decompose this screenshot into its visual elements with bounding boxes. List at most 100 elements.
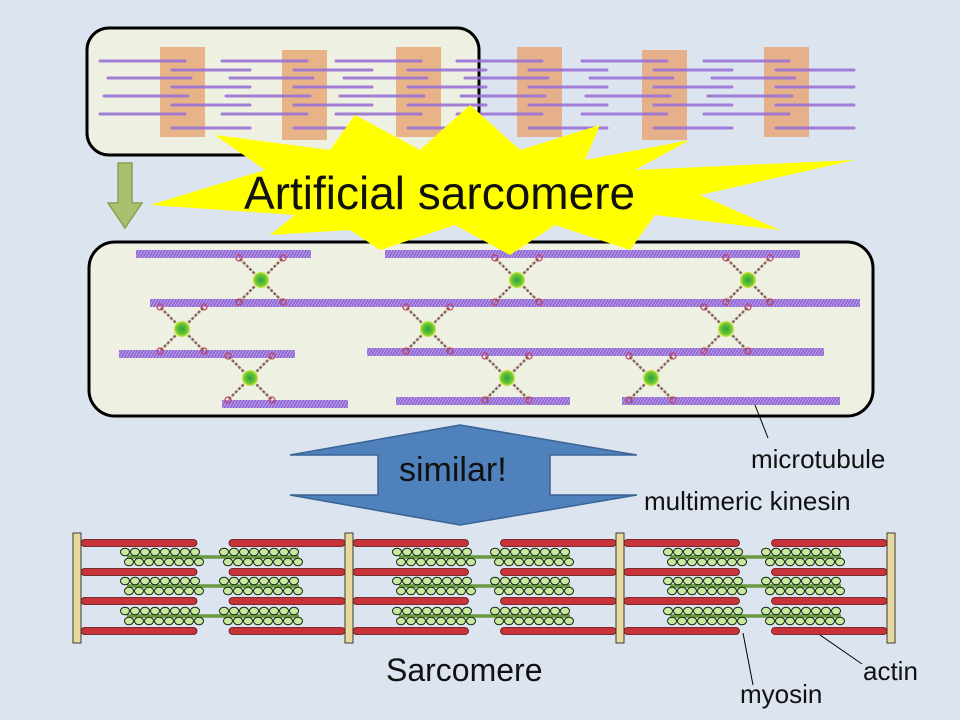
myosin-head [150, 547, 160, 557]
myosin-head [426, 586, 436, 596]
myosin-head [687, 616, 697, 626]
myosin-head [446, 616, 456, 626]
actin-filament [80, 539, 198, 547]
similar-label: similar! [399, 451, 507, 489]
myosin-head [446, 586, 456, 596]
myosin-head [396, 616, 406, 626]
myosin-head [269, 576, 279, 586]
myosin-head [124, 557, 134, 567]
myosin-head [422, 547, 432, 557]
kinesin-head [766, 254, 774, 262]
myosin-head [683, 606, 693, 616]
myosin-head [703, 576, 713, 586]
myosin-head [170, 547, 180, 557]
myosin-head [771, 606, 781, 616]
myosin-head [683, 576, 693, 586]
myosin-head [406, 557, 416, 567]
myosin-head [436, 616, 446, 626]
myosin-head [825, 557, 835, 567]
myosin-head [825, 586, 835, 596]
myosin-head [693, 547, 703, 557]
actin-filament [352, 627, 469, 635]
myosin-head [170, 606, 180, 616]
myosin-head [253, 557, 263, 567]
myosin-head [160, 606, 170, 616]
myosin-head [194, 616, 204, 626]
myosin-head [392, 576, 402, 586]
actin-filament [80, 568, 198, 576]
myosin-head [120, 576, 130, 586]
myosin-head [737, 616, 747, 626]
myosin-head [540, 547, 550, 557]
myosin-head [717, 616, 727, 626]
myosin-head [733, 606, 743, 616]
myosin-label: myosin [740, 679, 823, 709]
microtubule [119, 350, 295, 358]
myosin-head [249, 576, 259, 586]
myosin-head [765, 586, 775, 596]
kinesin-core [718, 321, 734, 337]
myosin-head [124, 616, 134, 626]
myosin-head [233, 557, 243, 567]
myosin-head [490, 547, 500, 557]
myosin-head [494, 616, 504, 626]
myosin-head [219, 547, 229, 557]
myosin-head [677, 616, 687, 626]
myosin-head [452, 606, 462, 616]
down-arrow-icon [106, 162, 144, 230]
myosin-head [130, 606, 140, 616]
myosin-head [279, 576, 289, 586]
myosin-head [713, 606, 723, 616]
myosin-head [727, 557, 737, 567]
actin-filament [228, 597, 346, 605]
myosin-head [687, 586, 697, 596]
myosin-head [781, 606, 791, 616]
microtubule [367, 348, 824, 356]
kinesin-head [268, 352, 276, 360]
kinesin-core [509, 272, 525, 288]
myosin-head [170, 576, 180, 586]
title-burst-shape [150, 105, 855, 255]
kinesin-head [481, 352, 489, 360]
myosin-head [811, 606, 821, 616]
myosin-head [130, 547, 140, 557]
kinesin-core [643, 370, 659, 386]
multimeric-kinesin-label: multimeric kinesin [644, 486, 851, 516]
microtubule [150, 299, 700, 307]
myosin-head [560, 547, 570, 557]
myosin-head [723, 606, 733, 616]
myosin-head [510, 576, 520, 586]
myosin-head [530, 606, 540, 616]
myosin-head [184, 586, 194, 596]
myosin-head [723, 547, 733, 557]
myosin-head [412, 576, 422, 586]
myosin-head [134, 557, 144, 567]
actin-filament [623, 539, 740, 547]
actin-filament [352, 568, 469, 576]
myosin-head [500, 547, 510, 557]
myosin-head [677, 586, 687, 596]
myosin-head [727, 586, 737, 596]
myosin-head [534, 616, 544, 626]
similar-double-arrow [289, 424, 638, 526]
kinesin-head [491, 298, 499, 306]
myosin-head [239, 606, 249, 616]
myosin-head [422, 576, 432, 586]
myosin-head [831, 547, 841, 557]
myosin-head [243, 557, 253, 567]
myosin-head [737, 586, 747, 596]
myosin-head [663, 606, 673, 616]
microtubule-label: microtubule [751, 444, 886, 474]
myosin-head [412, 547, 422, 557]
myosin-head [667, 616, 677, 626]
myosin-head [775, 557, 785, 567]
myosin-head [436, 557, 446, 567]
kinesin-core [253, 272, 269, 288]
myosin-head [771, 547, 781, 557]
actin-filament [623, 627, 740, 635]
myosin-head [544, 616, 554, 626]
myosin-head [442, 576, 452, 586]
myosin-head [673, 576, 683, 586]
myosin-head [707, 616, 717, 626]
actin-filament [500, 539, 617, 547]
